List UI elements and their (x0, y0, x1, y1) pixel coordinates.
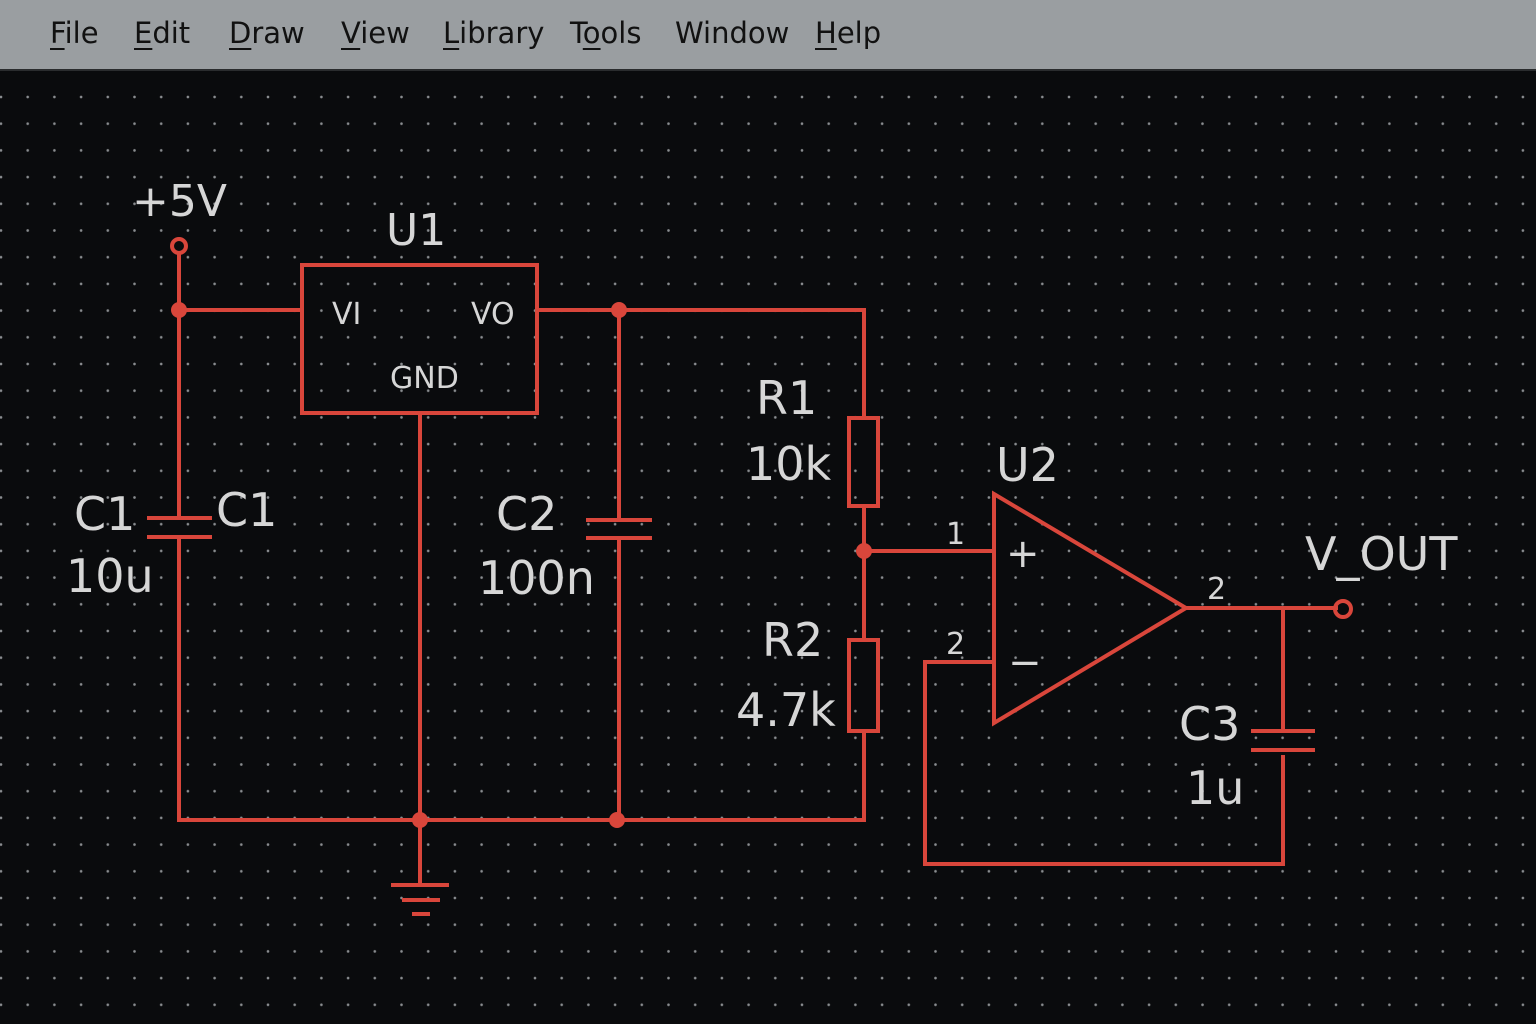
c3-ref-label: C3 (1179, 697, 1240, 751)
c1-ref-label: C1 (74, 487, 135, 541)
menu-help[interactable]: Help (815, 16, 881, 50)
r2-ref-label: R2 (762, 613, 823, 667)
junction-dot (609, 812, 625, 828)
c1-value-label: 10u (66, 549, 154, 603)
opamp-u2[interactable] (992, 490, 1190, 727)
menu-tools-mnemonic: o (582, 16, 601, 50)
output-port-terminal[interactable] (1333, 599, 1353, 619)
menu-edit-mnemonic: E (134, 16, 153, 50)
menu-file-mnemonic: F (50, 16, 65, 50)
menu-view-rest: iew (360, 16, 410, 50)
u1-pin-vo-label: VO (471, 297, 515, 332)
menu-library[interactable]: Library (443, 16, 544, 50)
u2-body[interactable] (992, 490, 1190, 727)
u1-ref-label: U1 (386, 205, 446, 256)
menu-help-mnemonic: H (815, 16, 837, 50)
wire-feedback-loop[interactable] (923, 660, 1285, 866)
menu-help-rest: elp (836, 16, 882, 50)
r1-ref-label: R1 (756, 371, 817, 425)
c2-ref-label: C2 (496, 487, 557, 541)
menu-draw-mnemonic: D (229, 16, 252, 50)
power-label: +5V (132, 176, 227, 227)
menu-file-rest: ile (64, 16, 99, 50)
r1-value-label: 10k (746, 437, 832, 491)
menu-file[interactable]: File (50, 16, 99, 50)
u2-pin-out-number: 2 (1207, 572, 1226, 607)
menu-edit[interactable]: Edit (134, 16, 190, 50)
menu-library-rest: ibrary (459, 16, 545, 50)
menu-library-mnemonic: L (443, 16, 460, 50)
schematic-svg[interactable]: +5V C1 C1 10u U1 VI VO GND C2 100n R1 10… (0, 72, 1536, 1024)
menu-view-mnemonic: V (341, 16, 361, 50)
u1-pin-gnd-label: GND (390, 361, 459, 396)
schematic-canvas[interactable]: +5V C1 C1 10u U1 VI VO GND C2 100n R1 10… (0, 72, 1536, 1024)
power-port-5v[interactable] (170, 237, 188, 312)
r2-value-label: 4.7k (736, 683, 836, 737)
u1-pin-vi-label: VI (332, 297, 361, 332)
junction-dot (412, 812, 428, 828)
u2-minus-sign: − (1008, 640, 1042, 686)
junction-dot (171, 302, 187, 318)
c3-value-label: 1u (1186, 761, 1244, 815)
menu-tools[interactable]: Tools (570, 16, 641, 50)
menu-draw-rest: raw (251, 16, 305, 50)
u2-plus-sign: + (1006, 531, 1040, 577)
c2-value-label: 100n (478, 551, 595, 605)
menu-window[interactable]: Window (675, 16, 790, 50)
menu-tools-rest: ols (600, 16, 642, 50)
u2-pin-plus-number: 1 (946, 517, 965, 552)
menu-edit-rest: dit (152, 16, 191, 50)
capacitor-c3[interactable] (1251, 729, 1315, 752)
u2-ref-label: U2 (996, 438, 1059, 492)
menu-view[interactable]: View (341, 16, 410, 50)
menu-bar: File Edit Draw View Library Tools Window… (0, 0, 1536, 71)
ground-symbol-icon (391, 883, 449, 916)
menu-tools-first: T (570, 16, 583, 50)
c1-ref-label-duplicate: C1 (216, 483, 277, 537)
output-label: V_OUT (1305, 527, 1458, 581)
menu-draw[interactable]: Draw (229, 16, 305, 50)
u2-pin-minus-number: 2 (946, 627, 965, 662)
